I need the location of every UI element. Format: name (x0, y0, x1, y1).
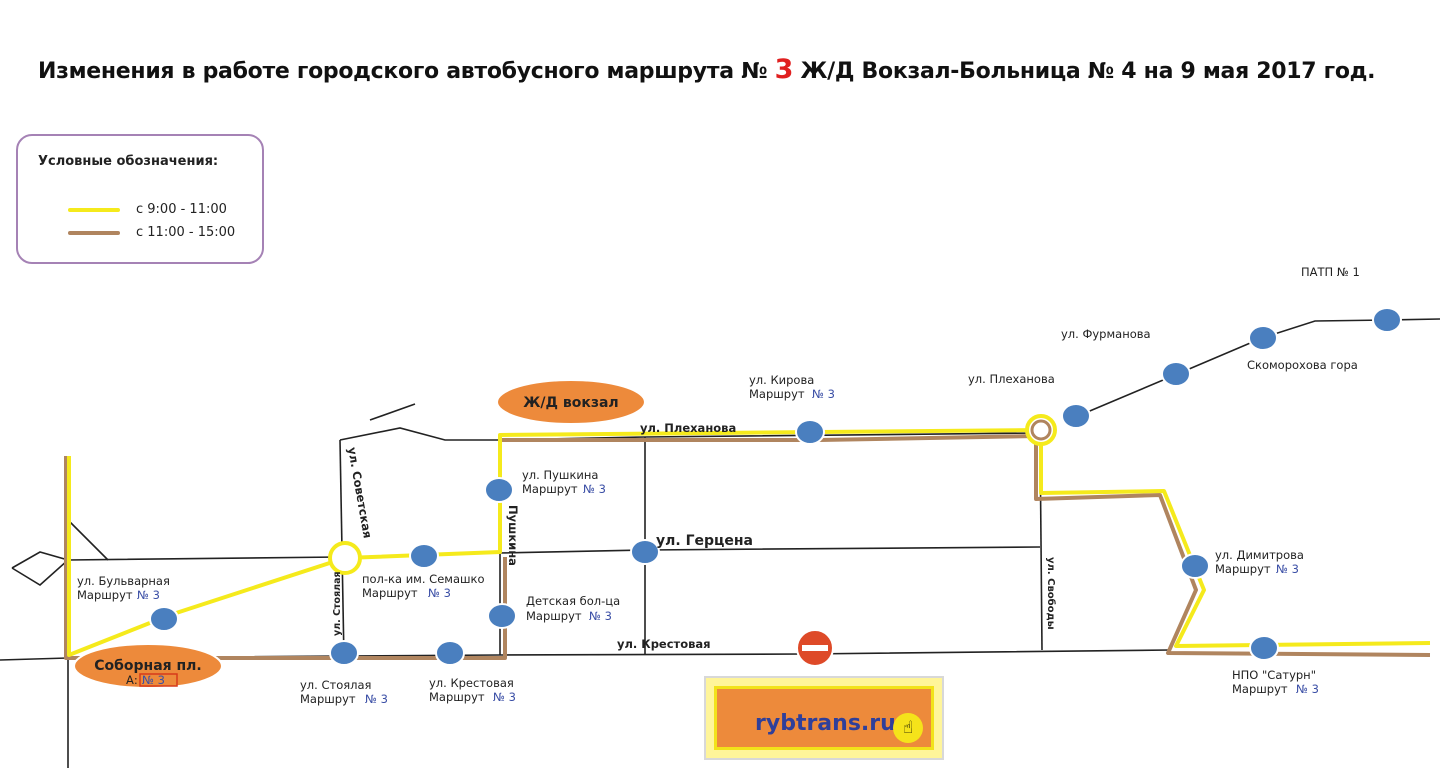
stop-label-pushkina: ул. Пушкина (522, 468, 598, 482)
title-text: Изменения в работе городского автобусног… (38, 59, 768, 84)
stop-label-stoyalaya-route-word: Маршрут (300, 692, 356, 706)
stop-kirova[interactable] (795, 419, 825, 445)
legend-title: Условные обозначения: (38, 154, 219, 169)
stop-label-pushkina-route-word: Маршрут (522, 482, 578, 496)
stop-label-saturn-route: № 3 (1296, 682, 1319, 696)
stop-furmanova[interactable] (1161, 361, 1191, 387)
stop-label-det-bol: Детская бол-ца (526, 594, 620, 608)
sobornaya-route-box (139, 673, 178, 687)
stop-label-bulvarnaya: ул. Бульварная (77, 574, 170, 588)
stop-label-det-bol-route-word: Маршрут (526, 609, 582, 623)
sobornaya-prefix: А: (126, 673, 138, 687)
stop-label-saturn-route-word: Маршрут (1232, 682, 1288, 696)
stop-saturn[interactable] (1249, 635, 1279, 661)
stop-label-krestovaya-route: № 3 (493, 690, 516, 704)
stop-bulvarnaya[interactable] (149, 606, 179, 632)
stop-label-bulvarnaya-route: № 3 (137, 588, 160, 602)
street-label-sovetskaya: ул. Советская (345, 446, 375, 539)
stop-label-semashko-route: № 3 (428, 586, 451, 600)
stop-label-stoyalaya-route: № 3 (365, 692, 388, 706)
stop-label-dimitrova: ул. Димитрова (1215, 548, 1304, 562)
route-brown (64, 434, 1431, 660)
stop-label-kirova: ул. Кирова (749, 373, 814, 387)
legend-label-yellow: с 9:00 - 11:00 (136, 202, 227, 217)
stop-label-kirova-route: № 3 (812, 387, 835, 401)
stop-det-bol[interactable] (487, 603, 517, 629)
bus-stops (149, 307, 1402, 666)
website-banner-inner: rybtrans.ru ☝ (714, 686, 934, 750)
terminal-vokzal-label: Ж/Д вокзал (523, 395, 618, 411)
stop-label-patp: ПАТП № 1 (1301, 265, 1360, 279)
stop-label-dimitrova-route: № 3 (1276, 562, 1299, 576)
stop-label-kirova-route-word: Маршрут (749, 387, 805, 401)
hand-pointer-icon[interactable]: ☝ (893, 713, 923, 743)
street-label-pushkina: Пушкина (506, 505, 520, 566)
no-entry-icon (796, 629, 834, 667)
stop-pushkina[interactable] (484, 477, 514, 503)
route-number: 3 (774, 54, 794, 85)
stop-dimitrova[interactable] (1180, 553, 1210, 579)
stop-label-saturn: НПО "Сатурн" (1232, 668, 1316, 682)
stop-label-plekhanova: ул. Плеханова (968, 372, 1055, 386)
stop-label-bulvarnaya-route-word: Маршрут (77, 588, 133, 602)
stop-label-pushkina-route: № 3 (583, 482, 606, 496)
legend-yellow-line (68, 208, 120, 212)
legend: Условные обозначения: с 9:00 - 11:00 с 1… (16, 134, 264, 264)
stop-label-krestovaya-route-word: Маршрут (429, 690, 485, 704)
stop-label-semashko: пол-ка им. Семашко (362, 572, 485, 586)
stop-label-furmanova: ул. Фурманова (1061, 327, 1151, 341)
street-label-stoyalaya: ул. Стоялая (332, 571, 343, 636)
stop-label-dimitrova-route-word: Маршрут (1215, 562, 1271, 576)
stop-gertsena[interactable] (630, 539, 660, 565)
stop-skomorokhova[interactable] (1248, 325, 1278, 351)
street-label-krestovaya: ул. Крестовая (617, 637, 711, 651)
street-label-plekhanova: ул. Плеханова (640, 421, 736, 435)
junction-ring-sovetskaya (328, 541, 362, 575)
terminal-sobornaya[interactable]: Соборная пл. А: № 3 (73, 643, 223, 689)
stop-patp[interactable] (1372, 307, 1402, 333)
stop-label-krestovaya: ул. Крестовая (429, 676, 514, 690)
street-label-gertsena: ул. Герцена (656, 533, 753, 549)
website-link[interactable]: rybtrans.ru (755, 711, 896, 736)
terminal-sobornaya-label: Соборная пл. (94, 658, 202, 674)
stop-stoyalaya[interactable] (329, 640, 359, 666)
junction-ring-inner (1030, 419, 1052, 441)
legend-brown-line (68, 231, 120, 235)
stop-krestovaya[interactable] (435, 640, 465, 666)
stop-label-semashko-route-word: Маршрут (362, 586, 418, 600)
stop-label-skomorokhova: Скоморохова гора (1247, 358, 1358, 372)
stop-label-det-bol-route: № 3 (589, 609, 612, 623)
stop-semashko[interactable] (409, 543, 439, 569)
stop-plekhanova[interactable] (1061, 403, 1091, 429)
stop-label-stoyalaya: ул. Стоялая (300, 678, 371, 692)
website-banner[interactable]: rybtrans.ru ☝ (704, 676, 944, 760)
street-label-svobody: ул. Свободы (1045, 557, 1057, 630)
legend-label-brown: с 11:00 - 15:00 (136, 225, 236, 240)
title-text-2: Ж/Д Вокзал-Больница № 4 на 9 мая 2017 го… (800, 59, 1376, 84)
page-title: Изменения в работе городского автобусног… (38, 54, 1418, 85)
sobornaya-route: № 3 (142, 673, 165, 687)
terminal-vokzal[interactable]: Ж/Д вокзал (496, 379, 646, 425)
